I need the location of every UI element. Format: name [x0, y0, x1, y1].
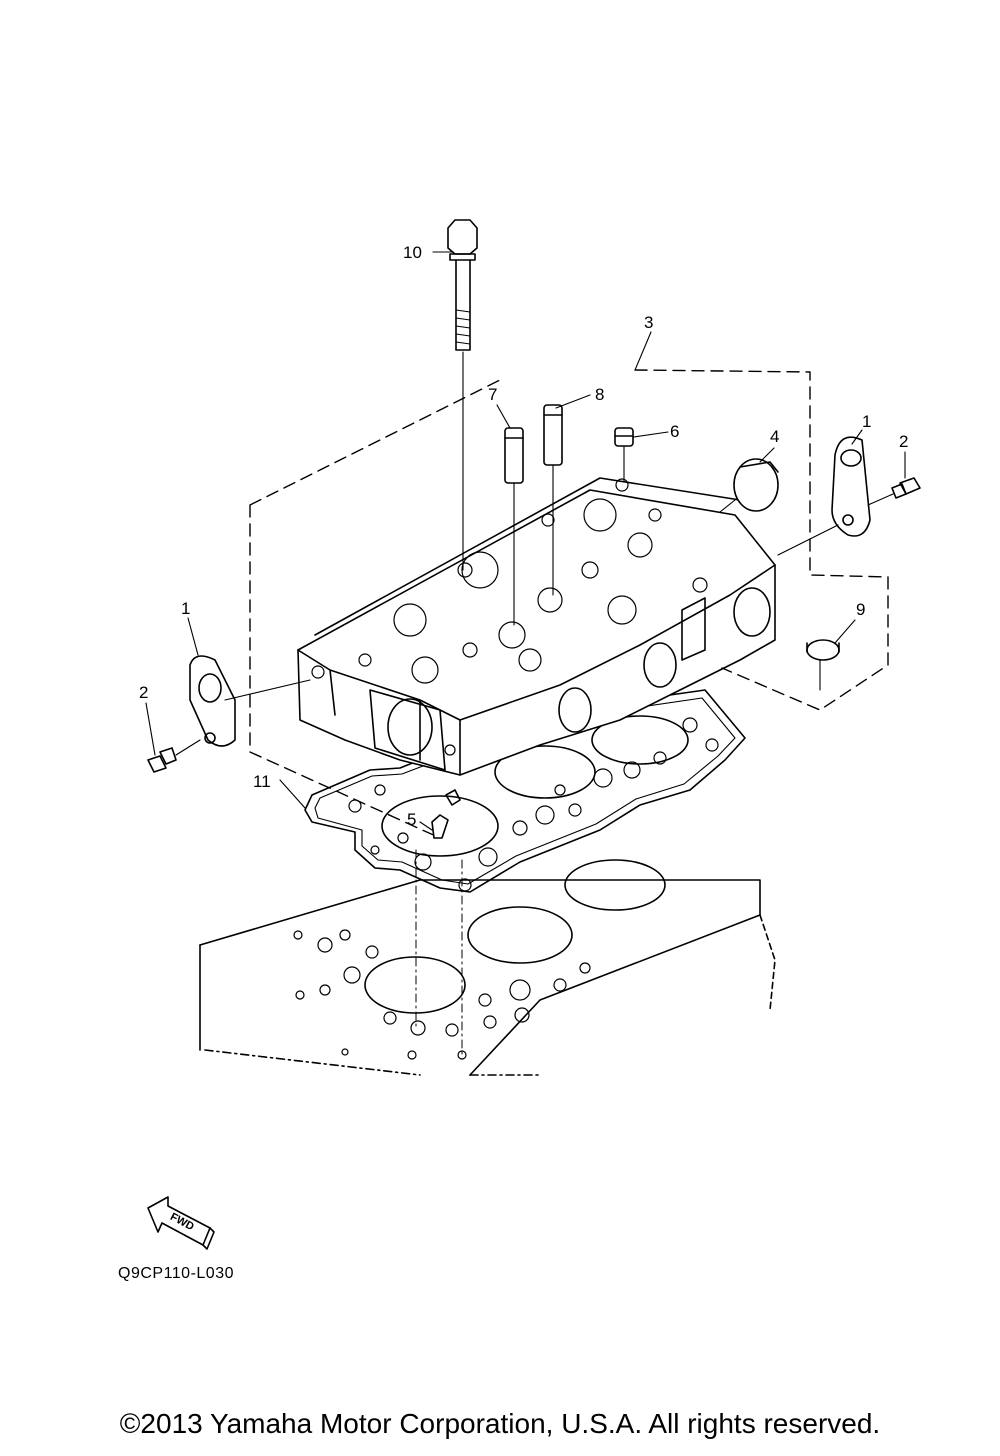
plug-6 [614, 427, 634, 483]
hanger-bracket-right [777, 436, 871, 556]
blind-plug-4 [719, 458, 779, 513]
callout-11: 11 [253, 772, 271, 791]
fwd-arrow-icon [147, 1196, 215, 1250]
callout-10: 10 [403, 243, 422, 262]
callout-numbers: 10 3 7 8 6 4 1 2 9 1 2 11 5 FWD [139, 243, 908, 1233]
callout-7: 7 [488, 385, 497, 404]
callout-2-left: 2 [139, 683, 148, 702]
assembly-boundary [249, 369, 889, 839]
diagram-code: Q9CP110-L030 [118, 1265, 234, 1282]
callout-6: 6 [670, 422, 679, 441]
copyright-notice: ©2013 Yamaha Motor Corporation, U.S.A. A… [119, 1408, 881, 1439]
callout-leaders [145, 251, 906, 831]
bolt-2-right [867, 477, 921, 506]
hanger-bracket-left [189, 655, 311, 747]
callout-3: 3 [644, 313, 653, 332]
cap-9 [806, 639, 840, 691]
callout-1-left: 1 [181, 599, 190, 618]
callout-1-right: 1 [862, 412, 871, 431]
cylinder-head [297, 477, 776, 776]
callout-4: 4 [770, 427, 779, 446]
bolt-2-left [147, 739, 201, 773]
head-bolt [447, 219, 478, 571]
valve-guide-7 [504, 427, 524, 626]
callout-9: 9 [856, 600, 865, 619]
engine-block [199, 859, 776, 1076]
valve-guide-8 [543, 404, 563, 596]
callout-5: 5 [407, 810, 416, 829]
callout-8: 8 [595, 385, 604, 404]
callout-2-right: 2 [899, 432, 908, 451]
dowel-pin-5 [415, 789, 463, 1059]
cylinder-head-gasket [304, 689, 746, 893]
